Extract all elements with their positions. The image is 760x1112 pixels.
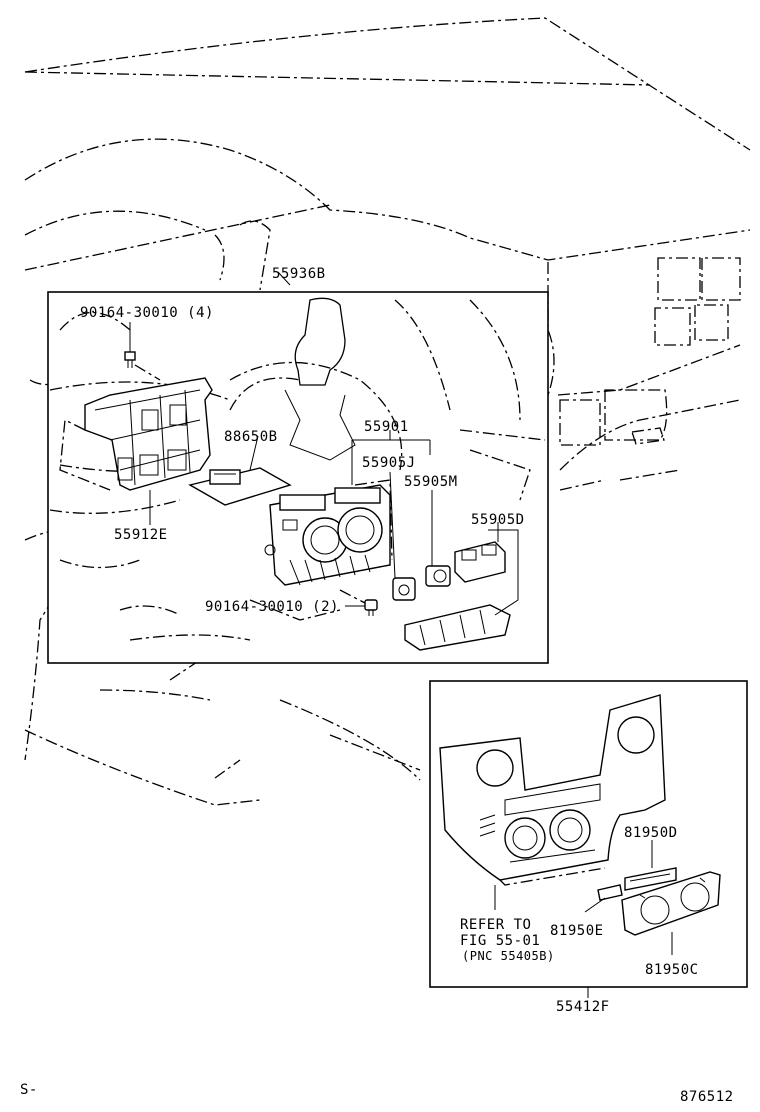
label-55936B: 55936B	[272, 266, 326, 282]
label-55912E: 55912E	[114, 527, 168, 543]
label-refer-line2: FIG 55-01	[460, 933, 540, 949]
label-81950D: 81950D	[624, 825, 678, 841]
label-55412F: 55412F	[556, 999, 610, 1015]
control-assembly-55901	[264, 479, 393, 586]
bezel-55412F	[439, 694, 666, 886]
switch-panel-lower	[404, 604, 511, 651]
switch-55905J	[392, 577, 416, 601]
label-90164-30010-4: 90164-30010 (4)	[80, 305, 214, 321]
screw-90164-30010-lower	[339, 589, 378, 616]
bracket-55912E	[59, 377, 213, 491]
label-55905J: 55905J	[362, 455, 416, 471]
corner-code-right: 876512	[680, 1089, 734, 1105]
dashboard-outline	[24, 17, 751, 806]
label-refer-line3: (PNC 55405B)	[462, 949, 555, 963]
leader-lines	[129, 271, 519, 616]
plate-81950C	[621, 871, 721, 936]
label-55905D: 55905D	[471, 512, 525, 528]
connector-88650B	[188, 467, 292, 506]
label-refer-line1: REFER TO	[460, 917, 531, 933]
switch-55905M	[425, 565, 451, 587]
label-55905M: 55905M	[404, 474, 458, 490]
switch-55905D	[454, 541, 506, 583]
plate-81950E	[597, 884, 623, 901]
label-81950E: 81950E	[550, 923, 604, 939]
label-55901: 55901	[364, 419, 409, 435]
corner-code-left: S-	[20, 1082, 38, 1098]
label-88650B: 88650B	[224, 429, 278, 445]
label-90164-30010-2: 90164-30010 (2)	[205, 599, 339, 615]
label-81950C: 81950C	[645, 962, 699, 978]
bezel-leader-lines	[494, 840, 673, 998]
plate-81950D	[624, 867, 677, 891]
